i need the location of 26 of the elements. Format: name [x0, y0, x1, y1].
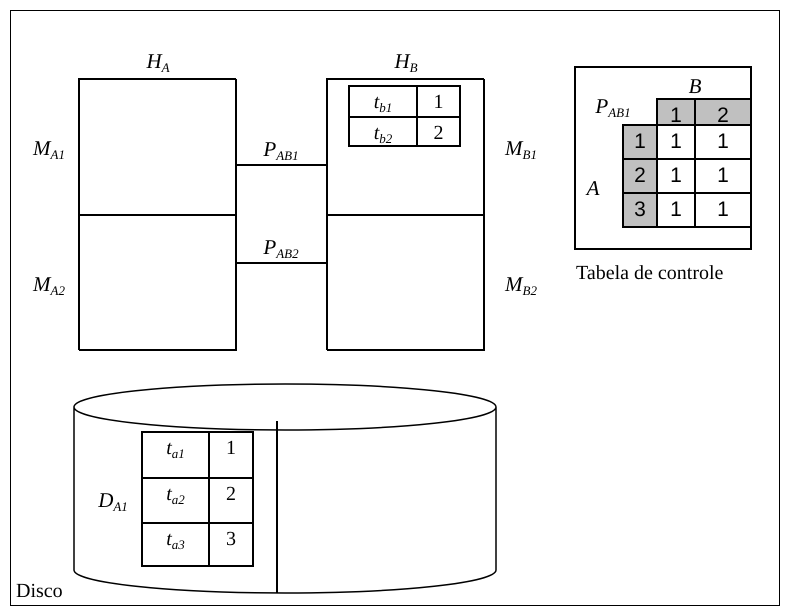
table-label: A	[584, 175, 600, 202]
data-table	[141, 431, 254, 567]
connector-line	[236, 164, 326, 166]
data-table	[348, 85, 461, 147]
region-label: M$_{A2}$	[32, 271, 66, 300]
table-cell: 2	[694, 98, 752, 126]
region-label: M$_{A1}$	[32, 135, 66, 164]
node-label: Disco	[16, 580, 63, 603]
table-label: P$_{AB1}$	[594, 93, 632, 122]
table-cell: 1	[416, 85, 461, 118]
table-cell: t$_{b1}$	[348, 85, 418, 118]
table-cell: t$_{a1}$	[141, 431, 210, 479]
region-label: M$_{B1}$	[504, 135, 538, 164]
table-cell: t$_{a3}$	[141, 522, 210, 567]
node-label: Tabela de controle	[576, 262, 724, 285]
region-label: D$_{A1}$	[97, 487, 129, 516]
connector-line	[236, 262, 326, 264]
table-cell: 2	[416, 116, 461, 147]
table-cell: 3	[208, 522, 254, 567]
table-label: B	[688, 73, 702, 96]
table-cell: 1	[208, 431, 254, 479]
region-label: M$_{B2}$	[504, 271, 538, 300]
table-cell: t$_{b2}$	[348, 116, 418, 147]
table-cell: 3	[622, 192, 658, 228]
host-label: H$_{A}$	[145, 48, 171, 73]
host-label: H$_{B}$	[393, 48, 419, 73]
